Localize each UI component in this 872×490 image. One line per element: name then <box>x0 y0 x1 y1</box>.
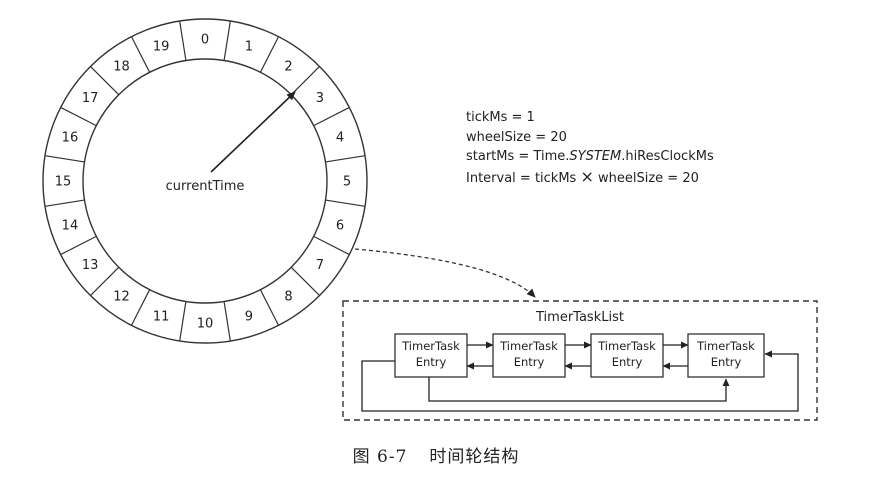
wheel-slot-divider <box>60 235 97 256</box>
wheel-slot-divider <box>290 66 320 96</box>
wheel-slot-divider <box>223 20 231 61</box>
wheel-slot-label: 19 <box>153 39 170 54</box>
wheel-slot-label: 10 <box>197 317 214 332</box>
wheel-slot-divider <box>130 289 151 326</box>
wheel-slot-label: 6 <box>336 218 344 233</box>
wheel-slot-divider <box>223 301 231 342</box>
timer-task-entry-box <box>492 333 566 378</box>
param-start-ms: startMs = Time.SYSTEM.hiResClockMs <box>466 147 714 167</box>
wheel-slot-divider <box>179 20 187 61</box>
param-start-ms-suffix: .hiResClockMs <box>621 149 714 164</box>
param-wheel-size: wheelSize = 20 <box>466 129 567 145</box>
wheel-slot-divider <box>90 66 120 96</box>
timer-task-entry-label: TimerTask <box>597 339 656 353</box>
timer-task-entry-box <box>590 333 664 378</box>
wheel-slot-divider <box>60 106 97 127</box>
wheel-slot-divider <box>179 301 187 342</box>
tail-wrap-link <box>361 350 799 412</box>
timer-task-entry-box <box>687 333 765 378</box>
wheel-slot-divider <box>259 289 280 326</box>
param-start-ms-system: SYSTEM <box>569 149 622 164</box>
wheel-slot-divider <box>313 235 350 256</box>
head-to-tail-link <box>428 377 730 402</box>
wheel-slot-label: 12 <box>113 289 130 304</box>
wheel-slot-label: 16 <box>62 131 79 146</box>
param-tick-ms: tickMs = 1 <box>466 110 535 125</box>
wheel-slot-dividers <box>44 20 366 342</box>
wheel-slot-divider <box>130 36 151 73</box>
wheel-slot-label: 14 <box>62 218 79 233</box>
figure-title: 时间轮结构 <box>429 447 520 467</box>
param-start-ms-prefix: startMs = Time. <box>466 149 570 164</box>
wheel-slot-divider <box>90 266 120 296</box>
wheel-slot-divider <box>44 155 85 163</box>
timer-task-entries: TimerTaskEntryTimerTaskEntryTimerTaskEnt… <box>394 333 765 378</box>
timer-task-entry-label: Entry <box>416 355 447 369</box>
current-time-label: currentTime <box>166 179 245 194</box>
wheel-parameters: tickMs = 1 wheelSize = 20 startMs = Time… <box>466 108 714 188</box>
wheel-slot-label: 13 <box>82 258 99 273</box>
wheel-slot-divider <box>325 199 366 207</box>
figure-caption: 图 6-7 时间轮结构 <box>0 442 872 467</box>
wheel-slot-label: 4 <box>336 131 344 146</box>
param-interval-suffix: wheelSize = 20 <box>593 170 699 186</box>
param-interval-times: × <box>580 166 594 186</box>
timer-task-entry-label: TimerTask <box>499 339 558 353</box>
timer-task-list: TimerTaskList TimerTaskEntryTimerTaskEnt… <box>342 300 818 421</box>
wheel-slot-label: 18 <box>113 60 130 75</box>
timer-task-entry-label: Entry <box>711 355 742 369</box>
wheel-slot-divider <box>313 106 350 127</box>
current-time-pointer <box>210 91 296 173</box>
timer-task-entry-links <box>361 341 799 412</box>
timer-task-entry-label: TimerTask <box>401 339 460 353</box>
timer-task-entry-label: TimerTask <box>696 339 755 353</box>
param-interval: Interval = tickMs × wheelSize = 20 <box>466 167 714 189</box>
slot-to-list-dashed-arrow <box>354 248 536 298</box>
wheel-slot-label: 11 <box>153 310 170 325</box>
wheel-inner-ring <box>82 58 328 304</box>
wheel-slot-divider <box>325 155 366 163</box>
wheel-slot-label: 7 <box>316 258 324 273</box>
wheel-slot-label: 17 <box>82 91 99 106</box>
timer-task-entry-label: Entry <box>514 355 545 369</box>
timer-task-entry-label: Entry <box>612 355 643 369</box>
wheel-slot-label: 8 <box>284 289 292 304</box>
figure-number: 图 6-7 <box>352 447 408 467</box>
wheel-slot-label: 2 <box>284 60 292 75</box>
wheel-outer-ring <box>42 18 368 344</box>
timer-task-list-border <box>342 300 818 421</box>
wheel-slot-label: 9 <box>245 310 253 325</box>
wheel-slot-divider <box>259 36 280 73</box>
timer-task-list-title: TimerTaskList <box>535 310 624 325</box>
param-interval-prefix: Interval = tickMs <box>466 170 581 186</box>
wheel-slot-label: 1 <box>245 39 253 54</box>
wheel-slot-label: 0 <box>201 33 209 48</box>
wheel-slot-divider <box>44 199 85 207</box>
wheel-slot-divider <box>290 266 320 296</box>
wheel-slot-label: 3 <box>316 91 324 106</box>
wheel-slot-label: 15 <box>55 175 72 190</box>
wheel-slot-label: 5 <box>343 175 351 190</box>
timer-task-entry-box <box>394 333 468 378</box>
